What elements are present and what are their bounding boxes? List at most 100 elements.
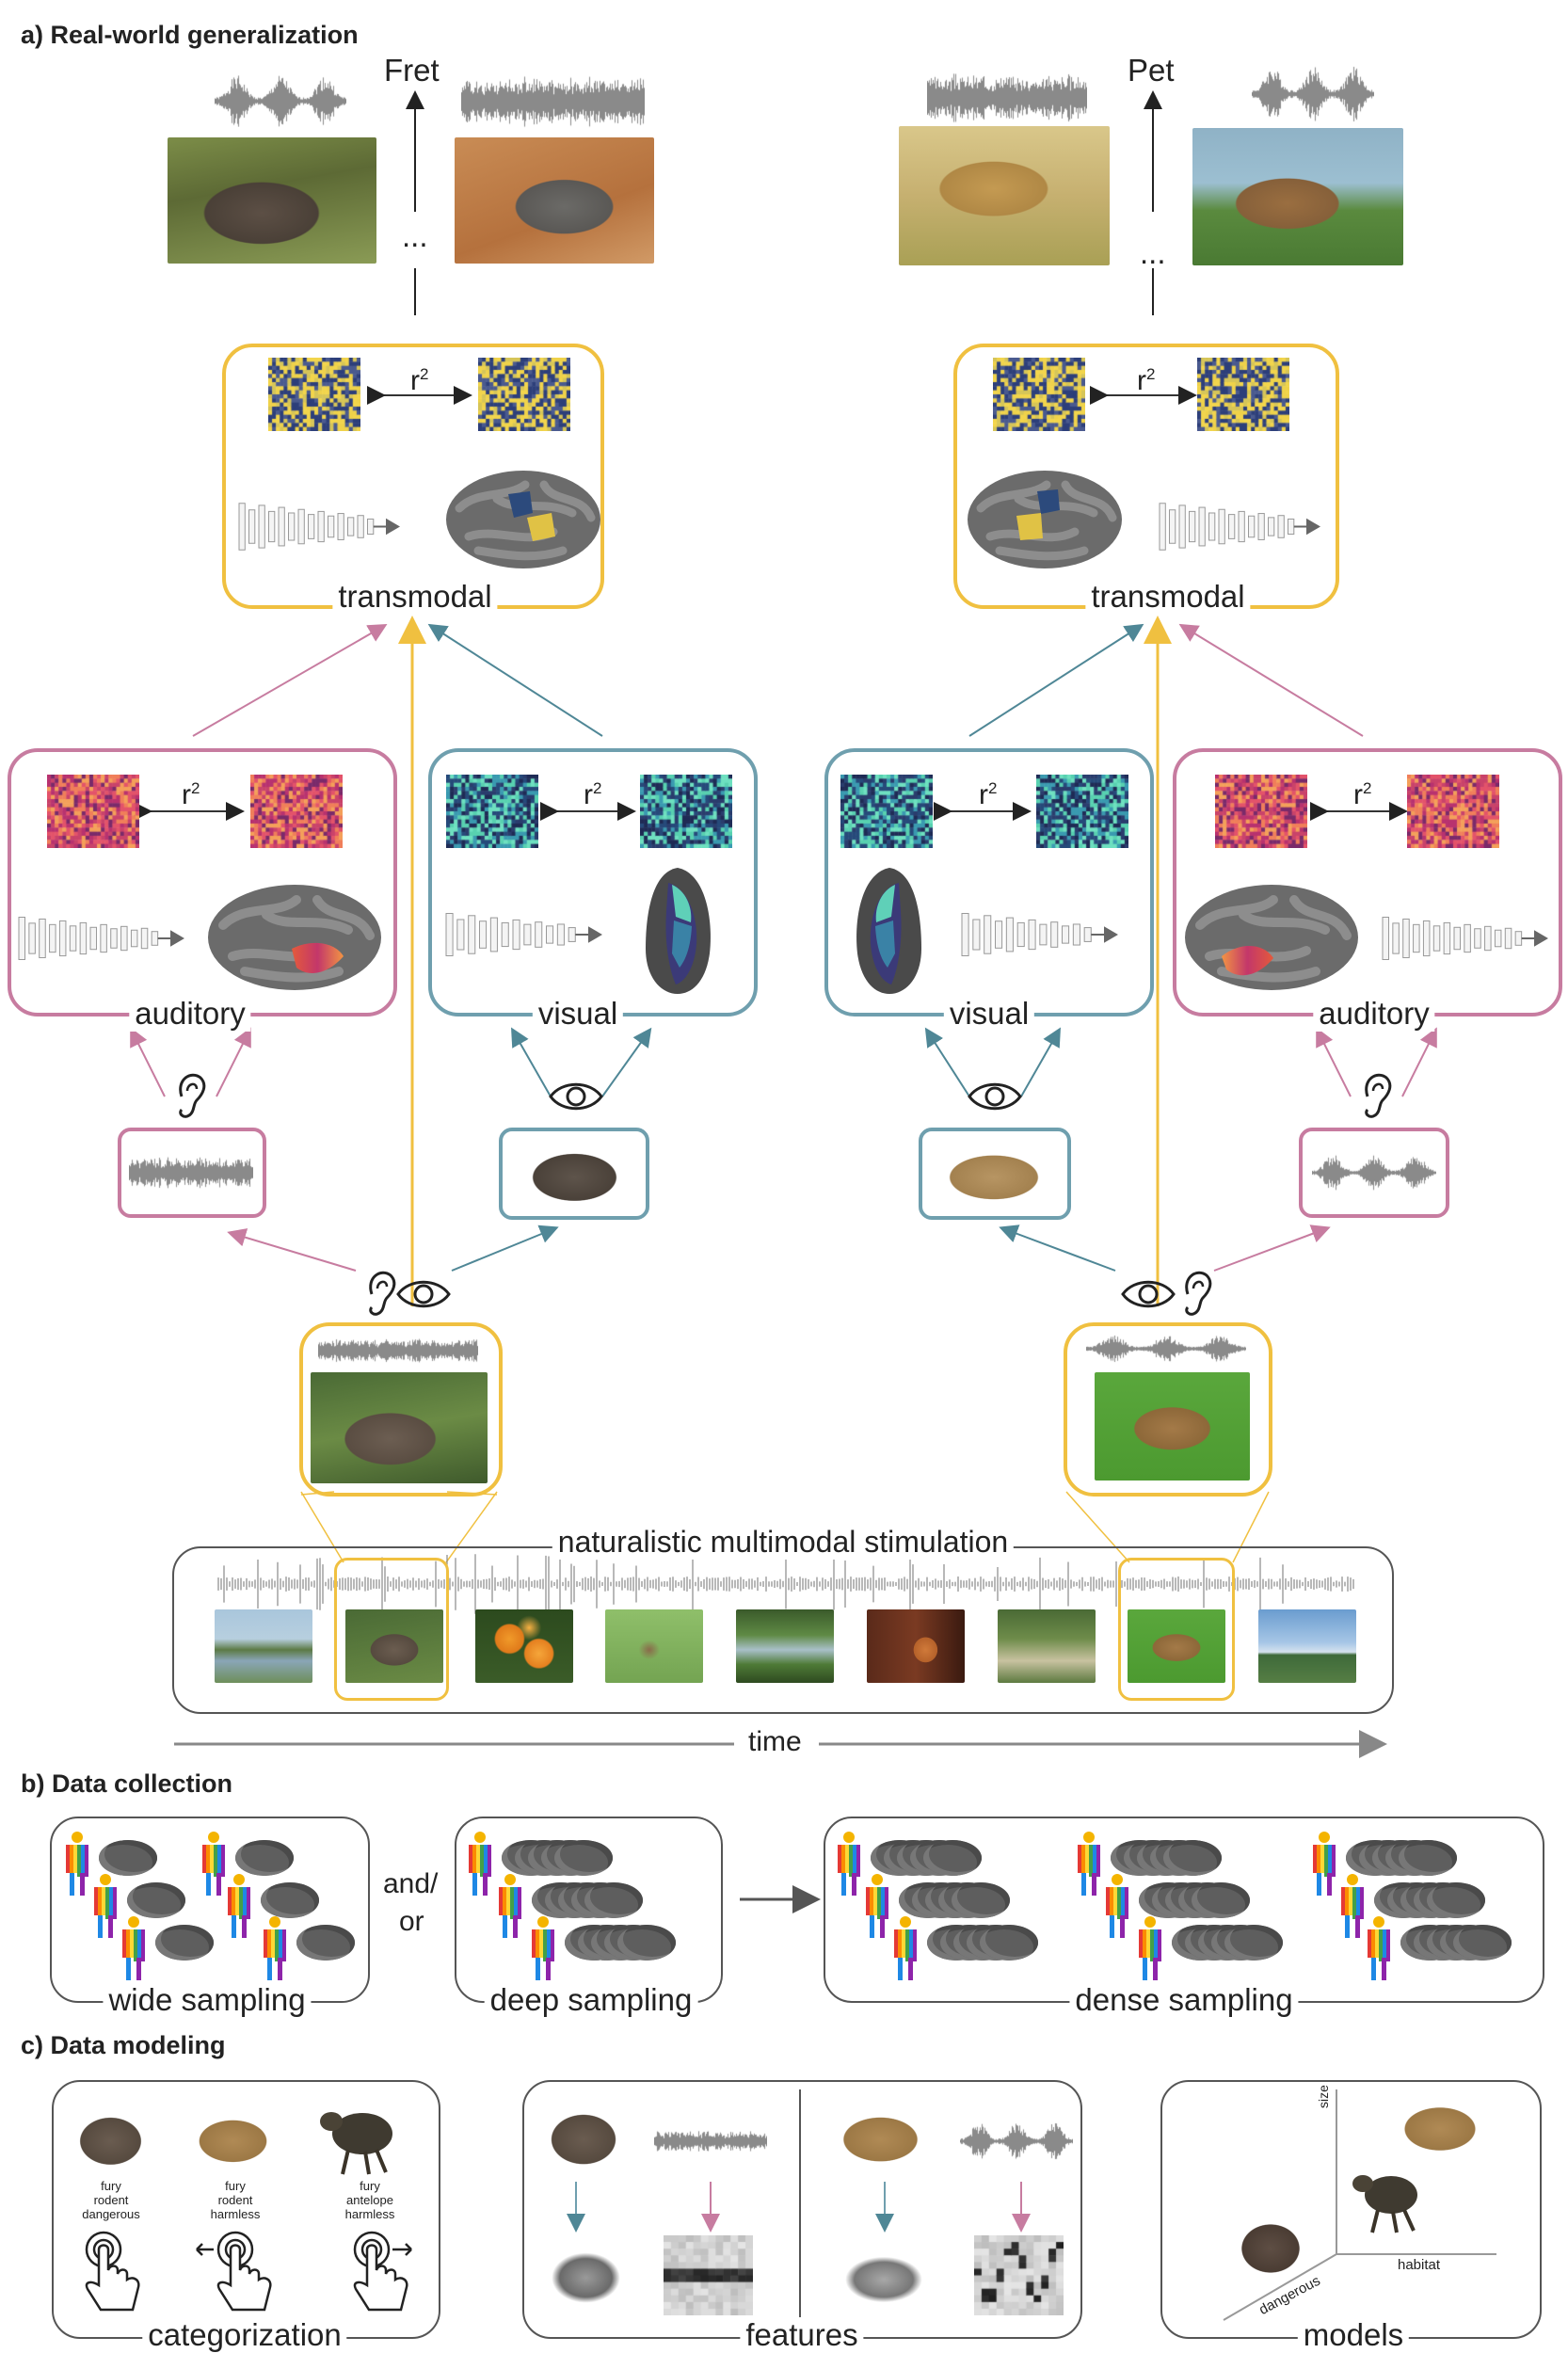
network-icon-transmodal-left <box>238 503 400 551</box>
right-word-label: Pet <box>1128 53 1175 88</box>
brain-icon <box>99 1840 157 1876</box>
brain-icon <box>155 1925 214 1961</box>
top-waveform-2 <box>461 73 645 130</box>
ear-icon-right <box>1365 1073 1392 1118</box>
top-waveform-1 <box>215 75 346 127</box>
brain-visual-left <box>646 868 711 994</box>
strip-highlight-right <box>1118 1558 1235 1701</box>
visual-label-left: visual <box>532 996 624 1032</box>
brain-icon <box>1192 1882 1250 1918</box>
capybara-model-point <box>1388 2088 1492 2163</box>
models-label: models <box>1297 2317 1410 2353</box>
strip-frame-9 <box>1258 1609 1356 1683</box>
participant-icon <box>202 1832 225 1896</box>
audiovisual-waveform-right <box>1086 1335 1246 1363</box>
r2-label-auditory-right: r2 <box>1353 779 1372 810</box>
brain-icon <box>261 1882 319 1918</box>
brain-icon <box>554 1840 613 1876</box>
capybara-photo-2 <box>1192 128 1403 265</box>
participant-icon <box>1313 1832 1336 1896</box>
section-b-heading: b) Data collection <box>21 1769 233 1798</box>
rdm-auditory-left-a <box>47 775 139 848</box>
strip-frame-2 <box>345 1609 443 1683</box>
rdm-visual-left-a <box>446 775 538 848</box>
stimulation-label: naturalistic multimodal stimulation <box>552 1525 1015 1560</box>
features-label: features <box>740 2317 864 2353</box>
brain-icon <box>1163 1840 1222 1876</box>
audio-stimulus-box-right <box>1299 1128 1449 1218</box>
wombat-audio-feature-map <box>664 2235 753 2315</box>
wombat-photo-1 <box>168 137 376 264</box>
rdm-auditory-right-a <box>1215 775 1307 848</box>
strip-highlight-left <box>334 1558 449 1701</box>
r2-label-tr: r2 <box>1137 365 1156 396</box>
capybara-audio-feature-map <box>974 2235 1064 2315</box>
strip-frame-8 <box>1128 1609 1225 1683</box>
capybara-photo-1 <box>899 126 1110 265</box>
deep-sampling-label: deep sampling <box>484 1982 698 2018</box>
network-icon-auditory-right <box>1382 917 1548 960</box>
stimulation-waveform <box>217 1554 1354 1614</box>
swipe-right-icon <box>353 2231 412 2312</box>
participant-icon <box>866 1874 888 1938</box>
brain-auditory-left <box>208 885 381 990</box>
rdm-visual-right-a <box>840 775 933 848</box>
brain-transmodal-left <box>446 471 600 568</box>
r2-label-tl: r2 <box>410 365 429 396</box>
wombat-audio-features <box>654 2129 767 2153</box>
participant-icon <box>264 1916 286 1980</box>
strip-frame-4 <box>605 1609 703 1683</box>
left-word-label: Fret <box>384 53 440 88</box>
eye-icon-right <box>968 1082 1022 1111</box>
antelope-model-point <box>1352 2175 1417 2233</box>
ear-icon-left <box>179 1073 206 1118</box>
network-icon-transmodal-right <box>1159 503 1320 551</box>
brain-icon <box>127 1882 185 1918</box>
brain-icon <box>980 1925 1038 1961</box>
axis-label-size: size <box>1316 2085 1331 2108</box>
strip-frame-5 <box>736 1609 834 1683</box>
participant-icon <box>469 1832 491 1896</box>
axis-label-habitat: habitat <box>1398 2257 1441 2273</box>
participant-icon <box>94 1874 117 1938</box>
wide-sampling-label: wide sampling <box>103 1982 312 2018</box>
participant-icon <box>1341 1874 1364 1938</box>
capybara-cutout-features <box>826 2097 935 2174</box>
strip-frame-7 <box>998 1609 1096 1683</box>
wombat-photo-stimulus <box>311 1372 488 1483</box>
wombat-photo-2 <box>455 137 654 264</box>
rdm-transmodal-left-b <box>478 358 570 431</box>
transmodal-label-right: transmodal <box>1085 579 1251 615</box>
capybara-cutout-cat <box>184 2101 282 2174</box>
participant-icon <box>532 1916 554 1980</box>
audiovisual-box-left <box>299 1322 503 1497</box>
wombat-cutout-cat <box>66 2101 155 2174</box>
brain-icon <box>584 1882 643 1918</box>
rdm-transmodal-left-a <box>268 358 360 431</box>
wombat-cutout-left <box>516 1137 633 1210</box>
rdm-visual-right-b <box>1036 775 1128 848</box>
antelope-cutout-cat <box>320 2112 392 2175</box>
eye-icon-stim-left <box>396 1280 451 1308</box>
brain-auditory-right <box>1185 885 1358 990</box>
brain-visual-right <box>856 868 921 994</box>
audio-stimulus-waveform-left <box>129 1154 253 1192</box>
tap-icon <box>85 2231 140 2312</box>
and-or-line-2: or <box>399 1906 424 1937</box>
r2-label-auditory-left: r2 <box>182 779 200 810</box>
brain-icon <box>1224 1925 1283 1961</box>
eye-icon-left <box>549 1082 603 1111</box>
wombat-visual-feature-map <box>536 2235 635 2313</box>
swipe-left-icon <box>196 2231 272 2312</box>
ear-icon-stim-right <box>1185 1271 1212 1316</box>
visual-stimulus-box-left <box>499 1128 649 1220</box>
rdm-auditory-left-b <box>250 775 343 848</box>
brain-icon <box>1453 1925 1512 1961</box>
capybara-visual-feature-map <box>828 2238 939 2313</box>
participant-icon <box>894 1916 917 1980</box>
r2-label-visual-right: r2 <box>979 779 998 810</box>
